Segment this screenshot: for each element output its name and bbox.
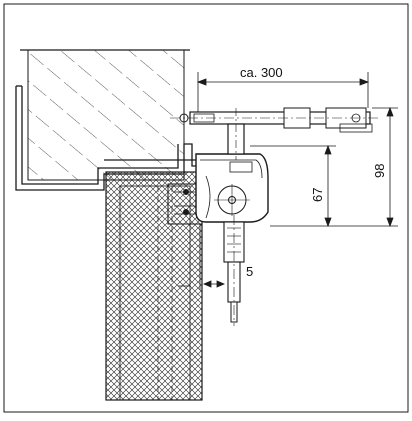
drawing-frame	[3, 3, 409, 413]
dimension-height-small-label: 67	[310, 188, 325, 202]
dimension-width-label: ca. 300	[240, 65, 283, 80]
closer-arm	[170, 107, 380, 160]
dimension-width	[196, 72, 370, 112]
closer-spindle	[223, 215, 245, 326]
wall-lintel	[20, 49, 190, 181]
dimension-height-large	[270, 106, 398, 228]
dimension-height-small	[250, 144, 336, 228]
door-closer-body	[195, 153, 269, 223]
dimension-height-large-label: 98	[372, 164, 387, 178]
dimension-offset-label: 5	[246, 264, 253, 279]
dimension-offset	[199, 224, 226, 290]
